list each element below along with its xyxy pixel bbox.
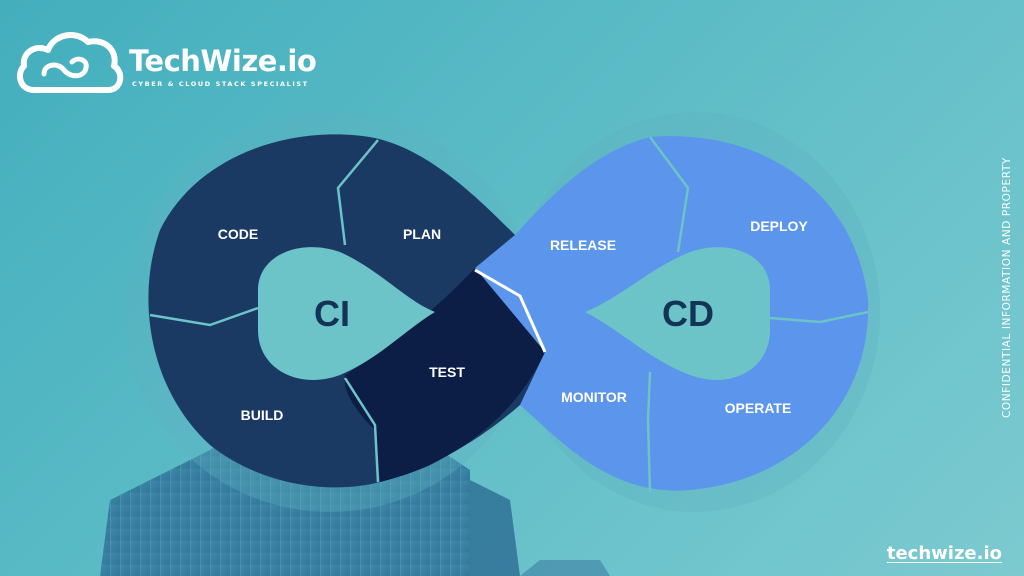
cd-label: CD <box>662 293 714 334</box>
stage-build-label: BUILD <box>241 407 284 423</box>
brand-logo[interactable]: TechWize.io CYBER & CLOUD STACK SPECIALI… <box>14 24 317 104</box>
stage-operate-label: OPERATE <box>725 400 792 416</box>
stage-test-label: TEST <box>429 364 465 380</box>
stage-release-label: RELEASE <box>550 237 616 253</box>
footer-link[interactable]: techwize.io <box>886 543 1002 564</box>
cloud-logo-icon <box>16 32 124 93</box>
ci-label: CI <box>314 293 350 334</box>
cd-center <box>585 247 770 380</box>
stage-monitor-label: MONITOR <box>561 389 627 405</box>
stage-deploy-label: DEPLOY <box>750 218 808 234</box>
confidential-note: CONFIDENTIAL INFORMATION AND PROPERTY <box>1001 157 1013 418</box>
brand-name: TechWize.io <box>129 44 317 78</box>
stage-code-label: CODE <box>218 226 258 242</box>
test-segment <box>344 268 545 482</box>
ci-center <box>258 247 435 380</box>
stage-plan-label: PLAN <box>403 226 441 242</box>
brand-tagline: CYBER & CLOUD STACK SPECIALIST <box>132 80 309 88</box>
